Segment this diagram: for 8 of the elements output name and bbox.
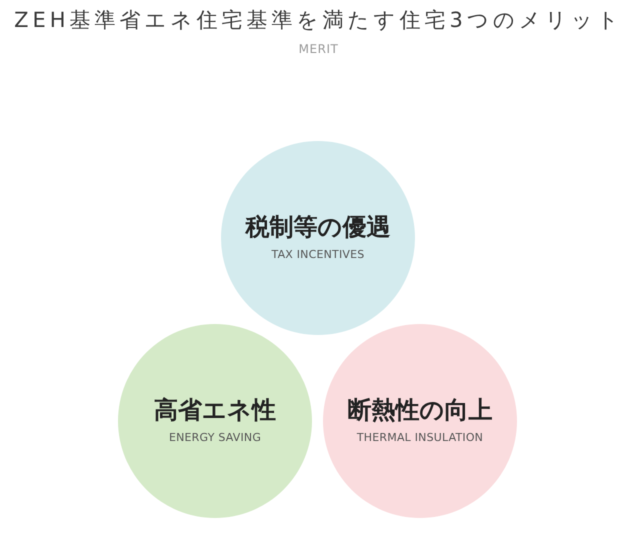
benefit-heading: 断熱性の向上 [348,395,492,426]
subtitle: MERIT [298,42,338,56]
benefit-heading: 高省エネ性 [154,395,276,426]
benefit-subheading: THERMAL INSULATION [356,431,484,444]
diagram-title: ZEH基準省エネ住宅基準を満たす住宅3つのメリット [14,7,623,34]
benefit-subheading: ENERGY SAVING [168,431,262,444]
benefit-subheading: TAX INCENTIVES [272,248,364,261]
benefit-heading: 税制等の優遇 [246,212,390,243]
